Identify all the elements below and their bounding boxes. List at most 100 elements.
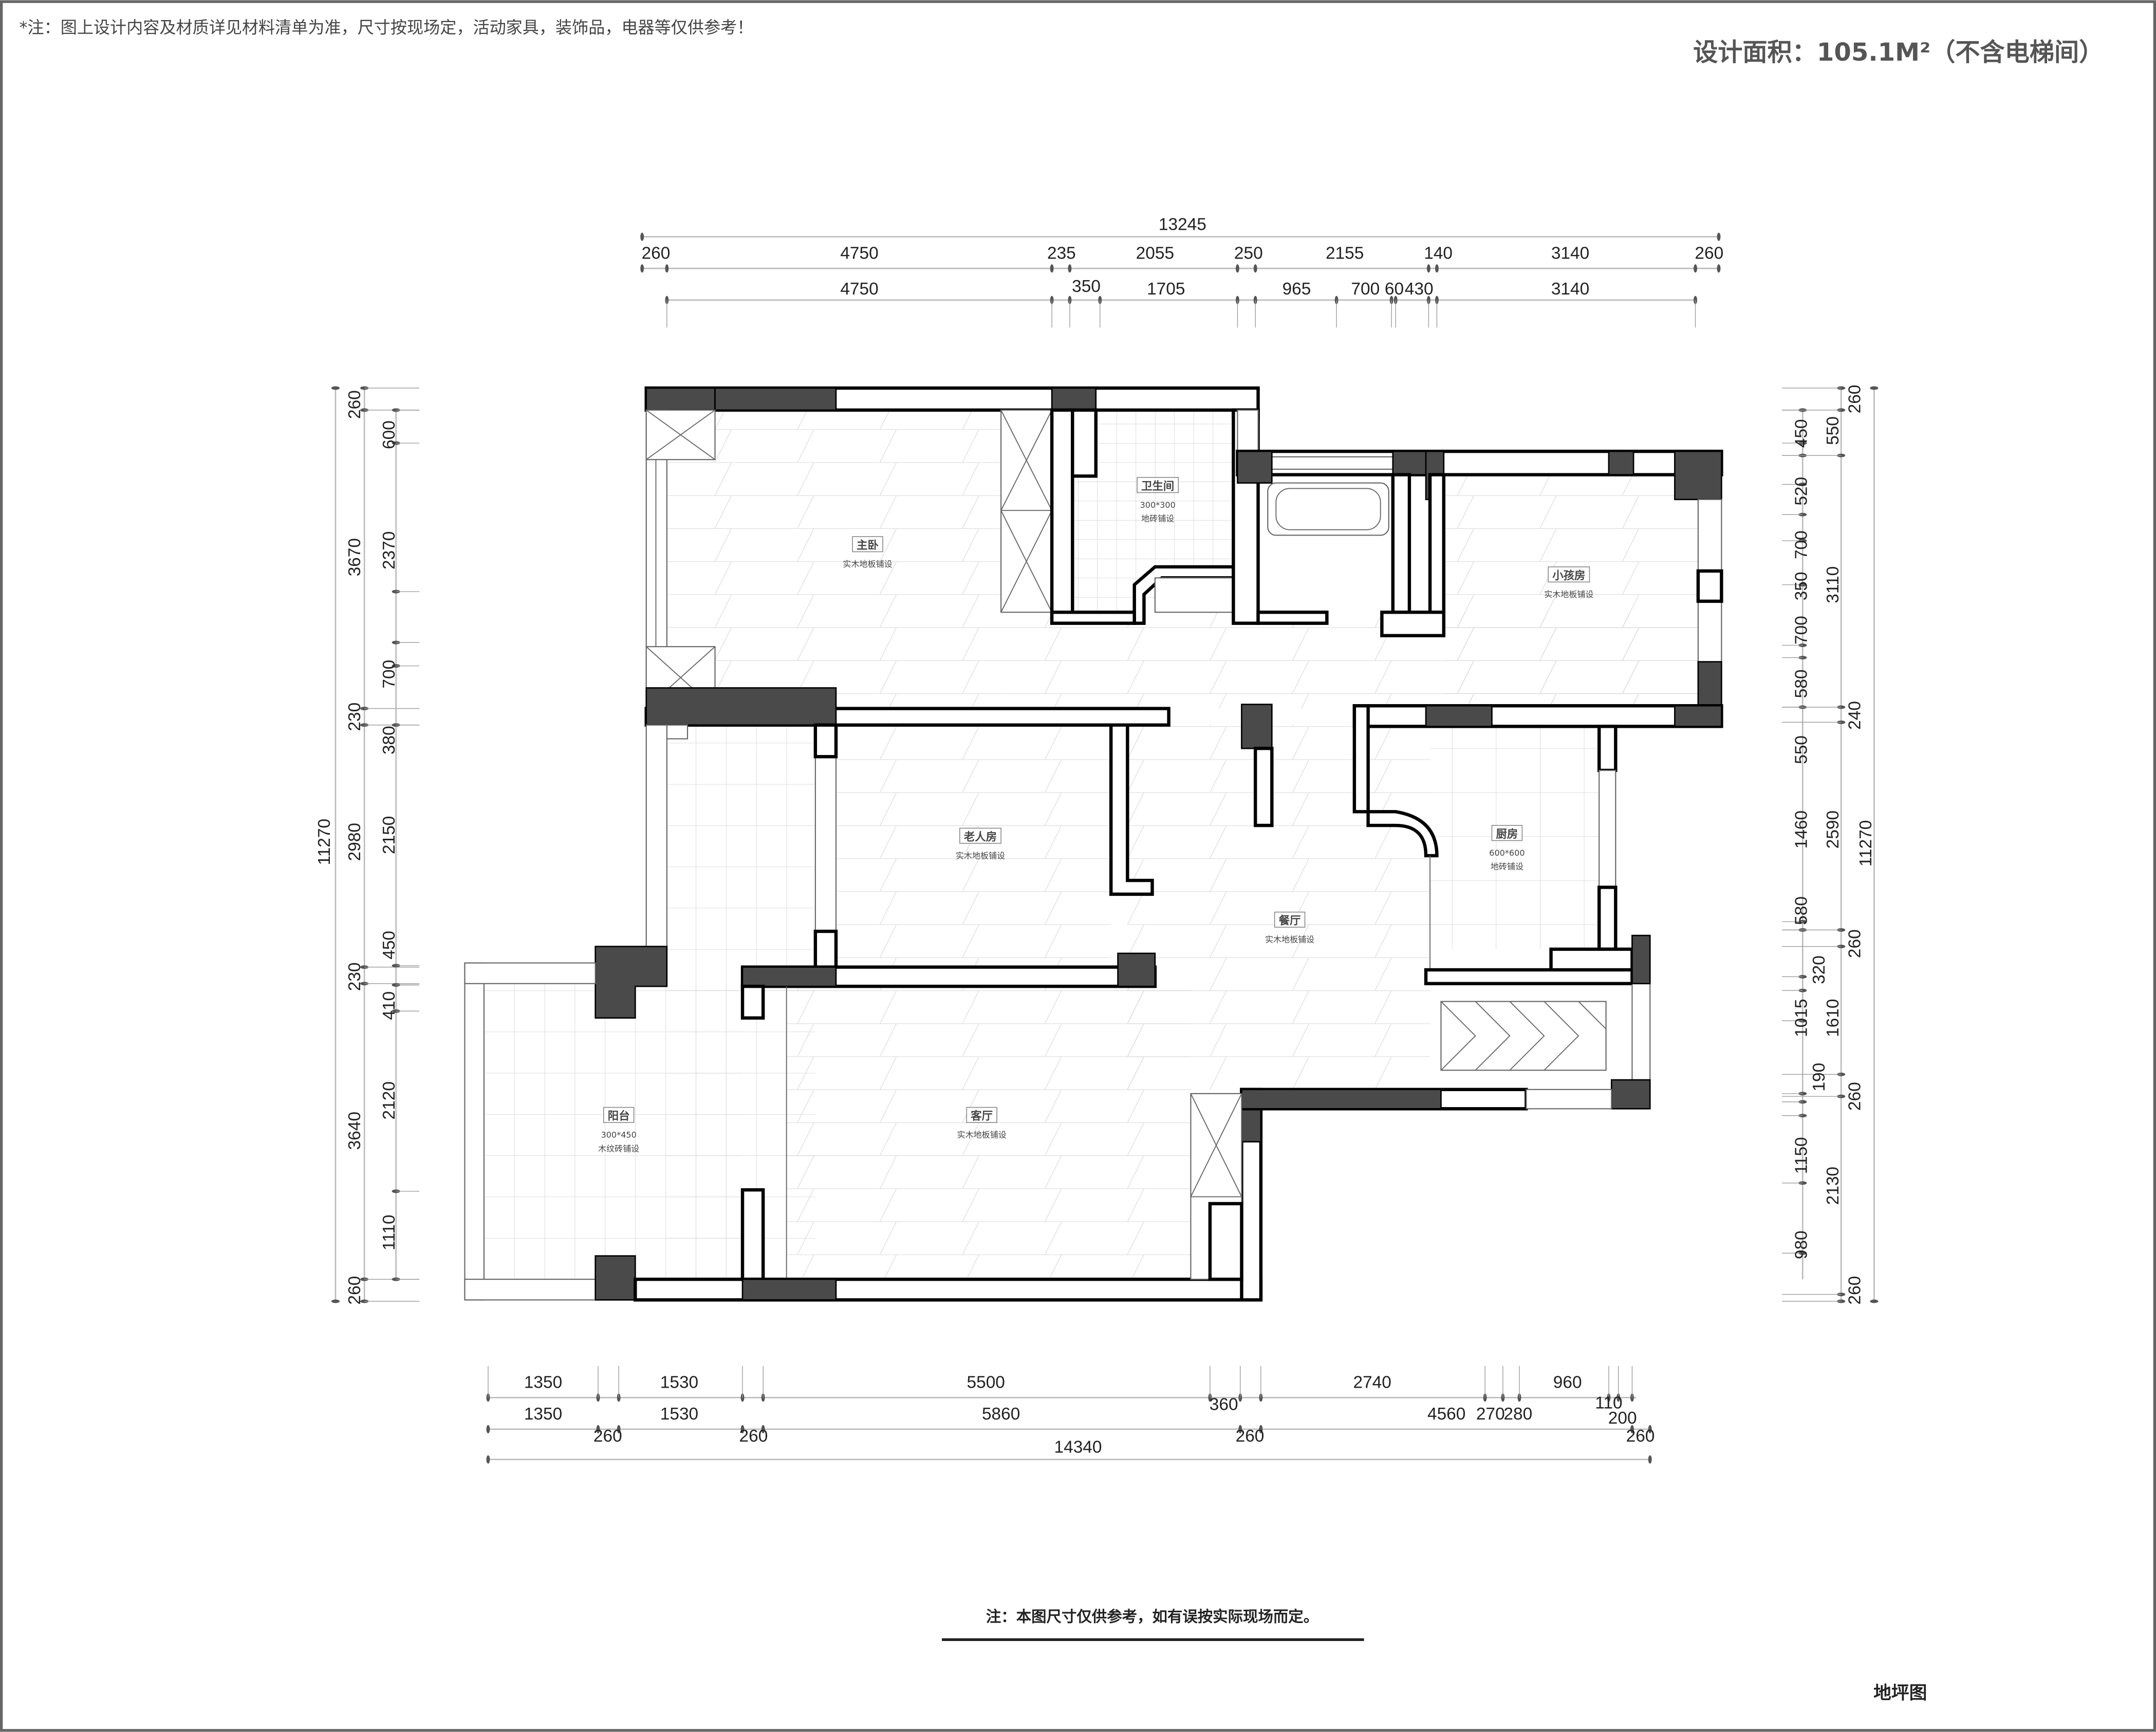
floor-living (786, 986, 1191, 1280)
dimension-label: 260 (1236, 1427, 1265, 1446)
dimension-label: 3110 (1824, 566, 1843, 603)
dimension-tick (1870, 386, 1879, 390)
floor-child-room (1443, 474, 1698, 709)
dimension-label: 450 (1792, 419, 1811, 448)
dimension-label: 3640 (345, 1112, 364, 1150)
room-finish-note: 地砖铺设 (1491, 862, 1523, 872)
dimension-label: 2590 (1824, 810, 1843, 849)
dimension-label: 320 (1810, 955, 1829, 984)
dimension-label: 550 (1824, 416, 1843, 445)
dimension-label: 110 (1595, 1394, 1622, 1413)
room-finish-note: 地砖铺设 (1141, 514, 1174, 524)
dimension-label: 270 (1476, 1405, 1505, 1424)
dimension-label: 1350 (524, 1405, 562, 1424)
footer-note: 注：本图尺寸仅供参考，如有误按实际现场而定。 (986, 1608, 1318, 1625)
dimension-label: 240 (1846, 701, 1865, 730)
dimension-label: 2155 (1326, 244, 1364, 263)
dimension-tick (1259, 1425, 1263, 1433)
dimension-label: 1350 (524, 1373, 562, 1392)
dimension-label: 260 (1846, 1276, 1865, 1305)
dimension-tick (1259, 1393, 1263, 1402)
refrigerator-area (1440, 1001, 1607, 1071)
dimension-tick (596, 1393, 600, 1402)
dimension-label: 2980 (345, 823, 364, 861)
dimension-label: 1705 (1147, 280, 1185, 299)
room-finish-note: 实木地板铺设 (1544, 589, 1593, 599)
room-name: 阳台 (608, 1110, 630, 1123)
dimension-label: 600 (380, 420, 399, 449)
dimension-label: 700 (1792, 616, 1811, 644)
room-label-box (1491, 825, 1523, 841)
dimension-tick (486, 1393, 490, 1402)
dimension-label: 260 (1695, 244, 1723, 263)
dimension-tick (331, 1299, 340, 1303)
dimension-label: 520 (1792, 477, 1811, 506)
room-name: 餐厅 (1279, 915, 1301, 928)
dimension-tick (1870, 1299, 1879, 1303)
dimension-tick (617, 1393, 621, 1402)
room-name: 主卧 (857, 539, 879, 552)
dimension-label: 580 (1792, 670, 1811, 698)
room-name: 客厅 (971, 1110, 993, 1123)
dimension-label: 230 (345, 703, 364, 731)
dimension-label: 550 (1792, 735, 1811, 764)
dimension-label: 410 (380, 991, 399, 1020)
dimension-label: 260 (345, 1276, 364, 1305)
dimension-label: 235 (1047, 244, 1076, 263)
dimension-tick (1483, 1393, 1487, 1402)
dimension-label: 190 (1810, 1063, 1829, 1092)
dimension-label: 14340 (1054, 1438, 1102, 1457)
dimension-tick (486, 1455, 490, 1464)
dimension-tick (331, 386, 340, 390)
dimension-label: 4560 (1427, 1405, 1465, 1424)
drawing-title: 地坪图 (1873, 1683, 1927, 1703)
design-area: 设计面积：105.1M²（不含电梯间） (1693, 38, 2104, 67)
floor-master-bedroom (666, 410, 1001, 709)
dimension-tick (1694, 264, 1698, 273)
dimension-tick (1050, 264, 1054, 273)
dimension-label: 60 (1385, 280, 1404, 299)
dimension-label: 960 (1553, 1373, 1582, 1392)
dimension-tick (596, 1425, 600, 1433)
dimension-tick (1238, 1393, 1242, 1402)
dimension-label: 1530 (660, 1405, 698, 1424)
floor-finishes (484, 410, 1698, 1280)
dimension-label: 4750 (840, 280, 878, 299)
dimension-tick (617, 1425, 621, 1433)
dimension-tick (665, 264, 669, 273)
dimension-tick (1717, 232, 1721, 241)
dimension-label: 5860 (982, 1405, 1020, 1424)
dimension-tick (486, 1425, 490, 1433)
dimension-label: 260 (345, 390, 364, 419)
dimension-label: 260 (1626, 1427, 1655, 1446)
floor-elder-room (836, 725, 1111, 967)
dimension-label: 1110 (380, 1214, 399, 1250)
bathtub-icon (1267, 482, 1389, 536)
dimension-label: 1460 (1792, 810, 1811, 849)
dimension-tick (640, 232, 644, 241)
header-note: *注：图上设计内容及材质详见材料清单为准，尺寸按现场定，活动家具，装饰品，电器等… (19, 18, 753, 38)
dimension-label: 965 (1283, 280, 1311, 299)
dimension-tick (1238, 1425, 1242, 1433)
dimension-tick (1517, 1393, 1521, 1402)
dimension-label: 4750 (840, 244, 878, 263)
dimension-label: 200 (1608, 1409, 1637, 1428)
dimension-tick (640, 264, 644, 273)
room-label-box (959, 827, 1001, 844)
dimension-label: 3140 (1551, 280, 1589, 299)
room-finish-note: 实木地板铺设 (1265, 935, 1314, 945)
room-label-box (1137, 477, 1179, 493)
room-finish-note: 实木地板铺设 (957, 1130, 1007, 1140)
dimension-label: 380 (380, 726, 399, 754)
room-name: 小孩房 (1552, 569, 1585, 582)
dimension-label: 1610 (1824, 999, 1843, 1037)
room-label-box (603, 1107, 635, 1123)
dimension-label: 350 (1072, 277, 1101, 296)
room-label-box (852, 536, 883, 552)
dimension-label: 580 (1792, 896, 1811, 925)
dimension-tick (1501, 1393, 1505, 1402)
room-finish-note: 木纹砖铺设 (598, 1144, 639, 1153)
dimension-label: 5500 (967, 1373, 1005, 1392)
